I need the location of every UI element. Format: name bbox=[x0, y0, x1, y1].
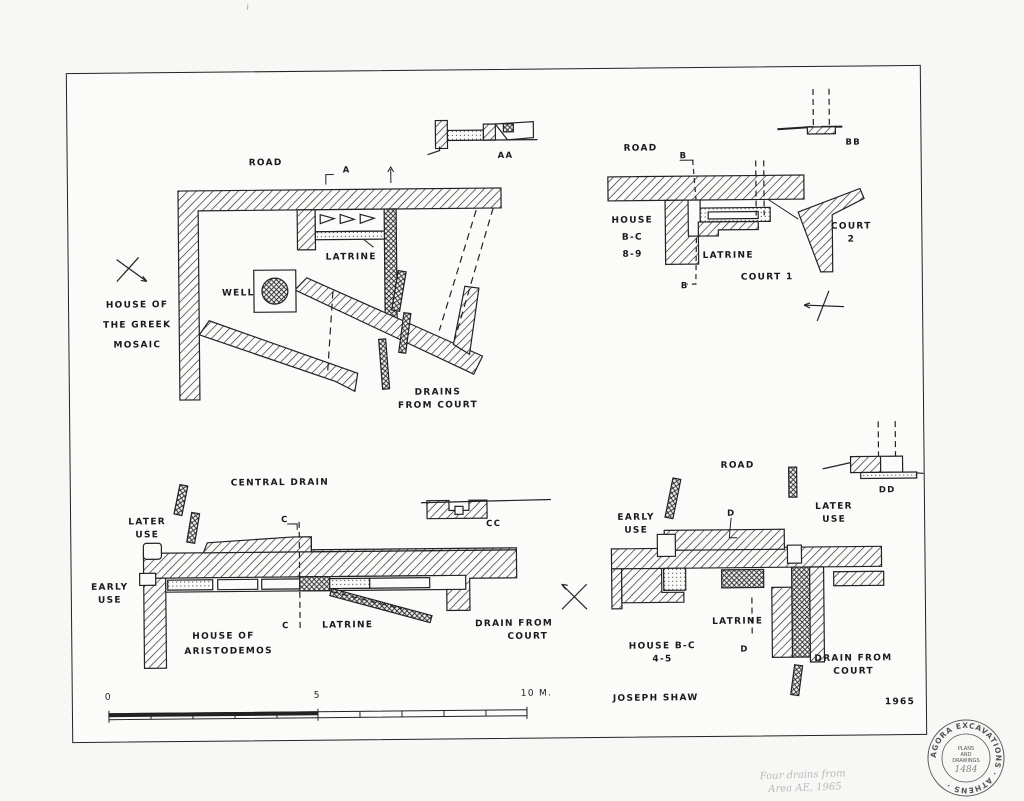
plan1-section-a-label: A bbox=[342, 165, 351, 176]
plan2-section-bb-label: BB bbox=[845, 137, 862, 148]
section-dd bbox=[822, 421, 927, 480]
plan4-early-use-line1: EARLY bbox=[617, 512, 655, 523]
section-cc bbox=[420, 498, 551, 520]
plan4-early-use-line2: USE bbox=[624, 525, 649, 536]
stamp-inner-line2: AND bbox=[960, 752, 971, 758]
plan4-house-line1: HOUSE B-C bbox=[628, 641, 696, 652]
plan2-house-label: HOUSE B-C 8-9 bbox=[608, 214, 656, 261]
plan3-drain-line2: COURT bbox=[507, 631, 549, 642]
plan4-house-line2: 4-5 bbox=[652, 654, 673, 665]
plan3-central-drain-label: CENTRAL DRAIN bbox=[230, 477, 330, 489]
plan4-later-use-label: LATER USE bbox=[809, 501, 859, 527]
plan1-drains-line1: DRAINS bbox=[414, 387, 462, 398]
section-bb bbox=[777, 88, 843, 135]
year-label: 1965 bbox=[884, 696, 916, 708]
plan3-section-c-bottom: C bbox=[282, 620, 290, 632]
plan3-later-use-line2: USE bbox=[135, 530, 160, 541]
plan-house-bc-4-5 bbox=[610, 466, 885, 697]
plan-house-greek-mosaic bbox=[116, 166, 502, 401]
plan3-house-label-line2: ARISTODEMOS bbox=[184, 646, 273, 658]
plan2-court2-line1: COURT bbox=[830, 221, 872, 232]
plan2-house-line3: 8-9 bbox=[622, 249, 643, 260]
stamp-number: 1484 bbox=[955, 765, 978, 775]
scale-end-label: 10 M. bbox=[520, 688, 553, 699]
plan3-drain-label: DRAIN FROM COURT bbox=[464, 617, 564, 644]
plan2-court2-label: COURT 2 bbox=[828, 220, 874, 246]
plan1-house-line2: THE GREEK bbox=[103, 320, 172, 331]
scale-start-label: 0 bbox=[104, 692, 112, 703]
plan3-later-use-label: LATER USE bbox=[123, 516, 171, 542]
plan3-latrine-label: LATRINE bbox=[322, 620, 374, 631]
plan-house-of-aristodemos bbox=[139, 483, 588, 669]
plan4-section-d-bottom: D bbox=[740, 644, 749, 655]
plan4-house-label: HOUSE B-C 4-5 bbox=[620, 640, 704, 667]
plan4-drain-label: DRAIN FROM COURT bbox=[808, 652, 898, 679]
plan1-section-aa-label: AA bbox=[497, 150, 514, 161]
plan2-court1-label: COURT 1 bbox=[740, 272, 794, 283]
scale-bar bbox=[108, 706, 528, 723]
plan3-drain-line1: DRAIN FROM bbox=[475, 618, 554, 630]
pencil-note: Four drains from Area AE, 1965 bbox=[760, 766, 891, 797]
plan4-drain-line2: COURT bbox=[833, 666, 874, 677]
plan1-drains-line2: FROM COURT bbox=[397, 400, 479, 411]
top-mark: ≀ bbox=[246, 3, 251, 13]
stamp-inner-line1: PLANS bbox=[958, 746, 974, 752]
plan2-court2-line2: 2 bbox=[847, 234, 856, 245]
section-aa bbox=[427, 119, 538, 156]
drawing-sheet: ROAD A LATRINE WELL HOUSE OF THE GREEK M… bbox=[65, 64, 928, 744]
plan4-road-label: ROAD bbox=[720, 460, 755, 471]
plan3-section-c-top: C bbox=[281, 515, 289, 526]
plan2-section-b-bottom: B bbox=[680, 281, 689, 292]
plan-house-bc-8-9 bbox=[607, 159, 865, 322]
plan1-drains-label: DRAINS FROM COURT bbox=[383, 386, 493, 413]
plan3-early-use-label: EARLY USE bbox=[86, 581, 134, 607]
plan4-section-dd-label: DD bbox=[878, 485, 896, 496]
plan2-house-line1: HOUSE bbox=[611, 215, 654, 226]
plan1-house-line1: HOUSE OF bbox=[105, 300, 169, 311]
plan3-section-cc-label: CC bbox=[486, 518, 502, 530]
plan2-latrine-label: LATRINE bbox=[702, 250, 754, 262]
plan4-drain-line1: DRAIN FROM bbox=[814, 653, 893, 664]
plan2-house-line2: B-C bbox=[621, 232, 644, 243]
plan4-later-use-line1: LATER bbox=[815, 501, 853, 512]
plan1-house-line3: MOSAIC bbox=[113, 340, 162, 351]
agora-excavations-stamp: AGORA EXCAVATIONS · ATHENS · PLANS AND D… bbox=[927, 719, 1005, 797]
plan4-early-use-label: EARLY USE bbox=[611, 511, 661, 537]
plan2-road-label: ROAD bbox=[623, 143, 658, 154]
plan4-later-use-line2: USE bbox=[822, 514, 847, 525]
plan4-section-d-top: D bbox=[727, 508, 736, 519]
plan4-latrine-label: LATRINE bbox=[712, 616, 764, 627]
plans-drawing bbox=[108, 88, 927, 723]
plan1-latrine-label: LATRINE bbox=[325, 252, 377, 263]
plan1-road-label: ROAD bbox=[248, 158, 283, 169]
scale-mid-label: 5 bbox=[313, 690, 321, 701]
plan1-well-label: WELL bbox=[221, 288, 255, 299]
plan2-section-b-top: B bbox=[679, 151, 688, 162]
plan3-later-use-line1: LATER bbox=[128, 517, 167, 528]
plan3-early-use-line2: USE bbox=[97, 595, 122, 606]
author-label: JOSEPH SHAW bbox=[612, 693, 699, 704]
plan3-house-label-line1: HOUSE OF bbox=[192, 631, 255, 642]
plan1-house-label: HOUSE OF THE GREEK MOSAIC bbox=[97, 299, 178, 353]
plan3-early-use-line1: EARLY bbox=[90, 582, 129, 593]
stamp-inner-line3: DRAWINGS bbox=[952, 758, 979, 764]
